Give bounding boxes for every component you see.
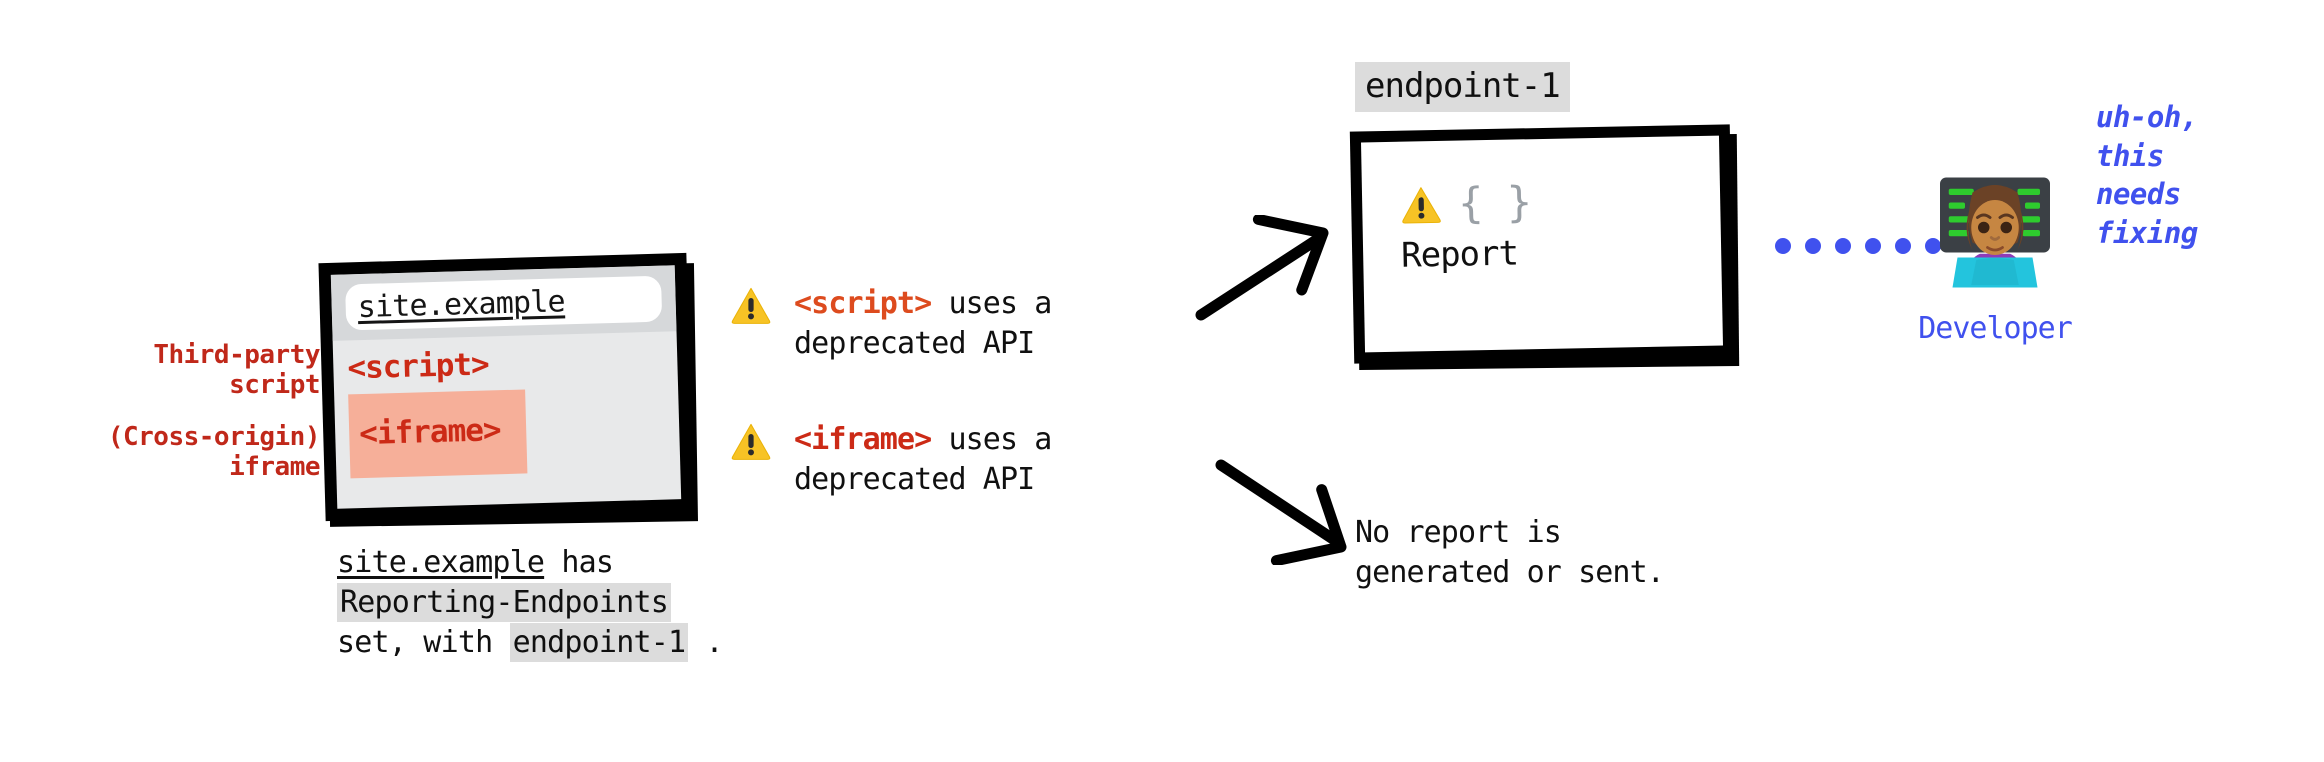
- caption-set-with: set, with: [337, 624, 510, 660]
- warning-row-script: <script> uses a deprecated API: [730, 284, 1052, 364]
- browser-caption: site.example has Reporting-Endpoints set…: [337, 543, 857, 663]
- arrow-to-no-report-icon: [1215, 459, 1347, 565]
- script-tag-text: <script>: [346, 346, 490, 387]
- label-third-party-script: Third-party script: [30, 340, 320, 400]
- browser-window-frame: site.example <script> <iframe>: [318, 252, 694, 522]
- speech-line-4: fixing: [2096, 215, 2198, 250]
- browser-window: site.example <script> <iframe>: [318, 252, 704, 530]
- arrow-to-report-icon: [1195, 215, 1329, 321]
- report-box-frame: { } Report: [1349, 124, 1735, 364]
- no-report-line2: generated or sent.: [1355, 554, 1665, 590]
- connector-dot: [1835, 238, 1851, 254]
- warning-triangle-icon: [730, 284, 772, 326]
- iframe-tag-text: <iframe>: [358, 412, 502, 453]
- label-third-party-script-line1: Third-party: [153, 340, 320, 370]
- warning-script-tag: <script>: [794, 286, 932, 321]
- no-report-text: No report is generated or sent.: [1355, 513, 1665, 593]
- developer-figure: Developer: [1900, 155, 2090, 346]
- connector-dot: [1775, 238, 1791, 254]
- report-icon-row: { }: [1400, 177, 1721, 228]
- report-box-content: { } Report: [1361, 135, 1723, 353]
- developer-label: Developer: [1918, 311, 2073, 346]
- warning-script-line2: deprecated API: [794, 325, 1035, 361]
- label-cross-origin-iframe-line2: iframe: [229, 452, 320, 483]
- connector-dot: [1925, 238, 1941, 254]
- woman-technologist-emoji: [1940, 177, 2050, 288]
- speech-line-3: needs: [2096, 177, 2181, 212]
- label-cross-origin-iframe: (Cross-origin) iframe: [30, 422, 321, 483]
- connector-dot: [1805, 238, 1821, 254]
- label-cross-origin-iframe-line1: (Cross-origin): [107, 422, 321, 453]
- warning-triangle-icon: [1400, 183, 1443, 226]
- warning-script-rest: uses a: [931, 286, 1052, 321]
- browser-chrome-bar: site.example: [330, 265, 677, 341]
- url-text: site.example: [357, 283, 566, 325]
- caption-has: has: [544, 545, 614, 580]
- label-third-party-script-line2: script: [229, 370, 320, 401]
- warning-triangle-icon: [730, 420, 772, 462]
- iframe-highlight-box: <iframe>: [348, 389, 528, 479]
- developer-speech: uh-oh, this needs fixing: [2096, 98, 2198, 252]
- side-annotations: Third-party script (Cross-origin) iframe: [30, 340, 321, 483]
- caption-endpoint: endpoint-1: [509, 622, 689, 662]
- warning-iframe-line2: deprecated API: [794, 461, 1035, 497]
- warning-iframe-tag: <iframe>: [794, 422, 932, 457]
- caption-site: site.example: [337, 545, 545, 580]
- warning-iframe-rest: uses a: [931, 422, 1052, 457]
- speech-line-2: this: [2096, 138, 2164, 173]
- browser-page-body: <script> <iframe>: [333, 331, 681, 479]
- no-report-line1: No report is: [1355, 515, 1562, 550]
- json-braces-icon: { }: [1457, 177, 1532, 228]
- speech-line-1: uh-oh,: [2096, 100, 2198, 134]
- connector-dot: [1895, 238, 1911, 254]
- warning-row-iframe: <iframe> uses a deprecated API: [730, 420, 1052, 500]
- report-label: Report: [1400, 233, 1519, 276]
- caption-period: .: [688, 624, 724, 660]
- endpoint-label: endpoint-1: [1355, 62, 1570, 112]
- warning-text-iframe: <iframe> uses a deprecated API: [794, 420, 1052, 500]
- url-bar[interactable]: site.example: [345, 275, 663, 331]
- caption-reporting-endpoints: Reporting-Endpoints: [337, 582, 671, 622]
- browser-window-content: site.example <script> <iframe>: [330, 265, 682, 509]
- connector-dot: [1865, 238, 1881, 254]
- dotted-connector: [1775, 238, 1941, 254]
- report-box: { } Report: [1349, 124, 1752, 378]
- warning-text-script: <script> uses a deprecated API: [794, 284, 1052, 364]
